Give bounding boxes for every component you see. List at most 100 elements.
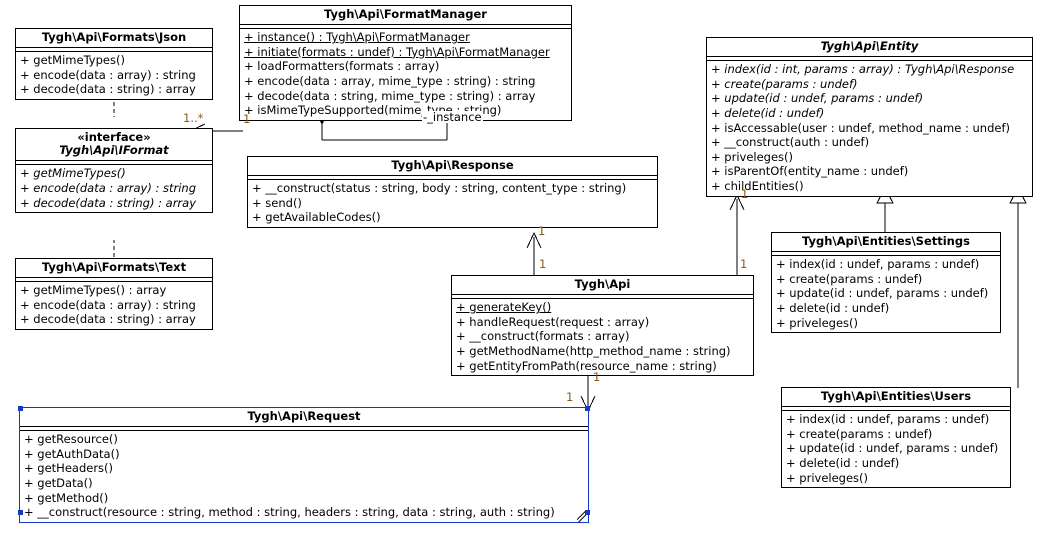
member: + getMethod() <box>24 490 109 505</box>
compartment-separator <box>248 176 657 181</box>
member: + update(id : undef, params : undef) <box>711 91 924 106</box>
member: + encode(data : array) : string <box>20 297 196 312</box>
compartment-separator <box>16 278 212 283</box>
members-compartment: + generateKey() + handleRequest(request … <box>452 299 753 375</box>
member: + send() <box>252 195 302 210</box>
class-title: Tygh\Api\Formats\Json <box>16 29 212 49</box>
class-box-formats-text[interactable]: Tygh\Api\Formats\Text + getMimeTypes() :… <box>15 258 213 330</box>
members-compartment: + getResource() + getAuthData() + getHea… <box>20 431 588 522</box>
compartment-separator <box>20 427 588 432</box>
multiplicity-api-entity-1: 1 <box>740 257 748 271</box>
member: + __construct(auth : undef) <box>711 135 870 150</box>
class-title: Tygh\Api\Entities\Users <box>782 388 1010 408</box>
member: + update(id : undef, params : undef) <box>786 441 999 456</box>
member: + getMimeTypes() : array <box>20 283 167 298</box>
member: + handleRequest(request : array) <box>456 314 650 329</box>
role-label-instance: -_instance <box>422 110 483 124</box>
compartment-separator <box>16 161 212 166</box>
compartment-separator <box>782 407 1010 412</box>
member: + priveleges() <box>776 315 859 330</box>
members-compartment: + getMimeTypes() : array + encode(data :… <box>16 282 212 329</box>
member: + __construct(status : string, body : st… <box>252 181 627 196</box>
member: + decode(data : string) : array <box>20 82 196 97</box>
member: + getResource() <box>24 432 118 447</box>
members-compartment: + index(id : undef, params : undef) + cr… <box>782 411 1010 487</box>
member: + isMimeTypeSupported(mime_type : string… <box>244 103 502 118</box>
multiplicity-api-response-1: 1 <box>539 257 547 271</box>
selection-handle-top-left[interactable] <box>18 406 23 411</box>
member: + encode(data : array) : string <box>20 67 196 82</box>
compartment-separator <box>16 48 212 53</box>
member: + delete(id : undef) <box>711 106 825 120</box>
class-title: Tygh\Api\Response <box>248 157 657 177</box>
class-title: Tygh\Api\Entity <box>707 38 1032 58</box>
multiplicity-iformat-1star: 1..* <box>183 111 204 125</box>
member: + generateKey() <box>456 300 552 315</box>
member: + index(id : undef, params : undef) <box>776 257 980 272</box>
member: + priveleges() <box>786 470 869 485</box>
member: + __construct(resource : string, method … <box>24 505 555 520</box>
class-box-response[interactable]: Tygh\Api\Response + __construct(status :… <box>247 156 658 228</box>
class-title: Tygh\Api\Entities\Settings <box>772 233 1000 253</box>
member: + getMimeTypes() <box>20 53 125 68</box>
compartment-separator <box>772 252 1000 257</box>
multiplicity-response-1: 1 <box>538 224 546 238</box>
multiplicity-formatmanager-1: 1 <box>243 112 251 126</box>
class-title: Tygh\Api\Formats\Text <box>16 259 212 279</box>
member: + getData() <box>24 476 93 490</box>
members-compartment: + index(id : undef, params : undef) + cr… <box>772 256 1000 332</box>
class-box-iformat[interactable]: «interface» Tygh\Api\IFormat + getMimeTy… <box>15 128 213 214</box>
member: + create(params : undef) <box>786 426 933 441</box>
members-compartment: + __construct(status : string, body : st… <box>248 180 657 227</box>
class-title: «interface» Tygh\Api\IFormat <box>16 129 212 162</box>
member: + delete(id : undef) <box>786 456 900 470</box>
member: + loadFormatters(formats : array) <box>244 59 440 74</box>
member: + delete(id : undef) <box>776 301 890 315</box>
multiplicity-api-request-1: 1 <box>593 370 601 384</box>
compartment-separator <box>452 295 753 300</box>
member: + instance() : Tygh\Api\FormatManager <box>244 30 470 45</box>
member: + encode(data : array) : string <box>20 181 197 196</box>
member: + create(params : undef) <box>776 271 923 286</box>
member: + getAvailableCodes() <box>252 210 381 225</box>
member: + getHeaders() <box>24 461 114 476</box>
member: + update(id : undef, params : undef) <box>776 286 989 301</box>
class-title: Tygh\Api <box>452 276 753 296</box>
member: + create(params : undef) <box>711 76 858 91</box>
selection-handle-bottom-left[interactable] <box>18 510 23 515</box>
class-box-entity[interactable]: Tygh\Api\Entity + index(id : int, params… <box>706 37 1033 197</box>
member: + index(id : undef, params : undef) <box>786 412 990 427</box>
member: + getAuthData() <box>24 446 120 461</box>
member: + getMimeTypes() <box>20 166 126 181</box>
selection-handle-bottom-right[interactable] <box>585 510 590 515</box>
multiplicity-request-1: 1 <box>566 390 574 404</box>
member: + isParentOf(entity_name : undef) <box>711 164 909 179</box>
member: + getEntityFromPath(resource_name : stri… <box>456 358 717 373</box>
member: + isAccessable(user : undef, method_name… <box>711 120 1010 135</box>
compartment-separator <box>707 57 1032 62</box>
member: + encode(data : array, mime_type : strin… <box>244 74 536 88</box>
class-box-entities-settings[interactable]: Tygh\Api\Entities\Settings + index(id : … <box>771 232 1001 334</box>
class-title: Tygh\Api\FormatManager <box>240 6 571 26</box>
member: + getMethodName(http_method_name : strin… <box>456 344 731 358</box>
member: + decode(data : string, mime_type : stri… <box>244 88 536 103</box>
class-box-entities-users[interactable]: Tygh\Api\Entities\Users + index(id : und… <box>781 387 1011 489</box>
class-box-api[interactable]: Tygh\Api + generateKey() + handleRequest… <box>451 275 754 377</box>
member: + index(id : int, params : array) : Tygh… <box>711 62 1015 77</box>
class-title: Tygh\Api\Request <box>20 408 588 428</box>
multiplicity-entity-1: 1 <box>741 187 749 201</box>
stereotype-label: «interface» <box>77 130 151 144</box>
members-compartment: + getMimeTypes() + encode(data : array) … <box>16 52 212 99</box>
member: + __construct(formats : array) <box>456 329 630 344</box>
members-compartment: + getMimeTypes() + encode(data : array) … <box>16 165 212 212</box>
selection-handle-top-right[interactable] <box>585 406 590 411</box>
members-compartment: + index(id : int, params : array) : Tygh… <box>707 61 1032 195</box>
class-box-format-manager[interactable]: Tygh\Api\FormatManager + instance() : Ty… <box>239 5 572 121</box>
class-box-request[interactable]: Tygh\Api\Request + getResource() + getAu… <box>19 407 589 523</box>
members-compartment: + instance() : Tygh\Api\FormatManager + … <box>240 29 571 120</box>
class-box-formats-json[interactable]: Tygh\Api\Formats\Json + getMimeTypes() +… <box>15 28 213 100</box>
compartment-separator <box>240 25 571 30</box>
member: + decode(data : string) : array <box>20 312 196 327</box>
member: + decode(data : string) : array <box>20 195 197 210</box>
